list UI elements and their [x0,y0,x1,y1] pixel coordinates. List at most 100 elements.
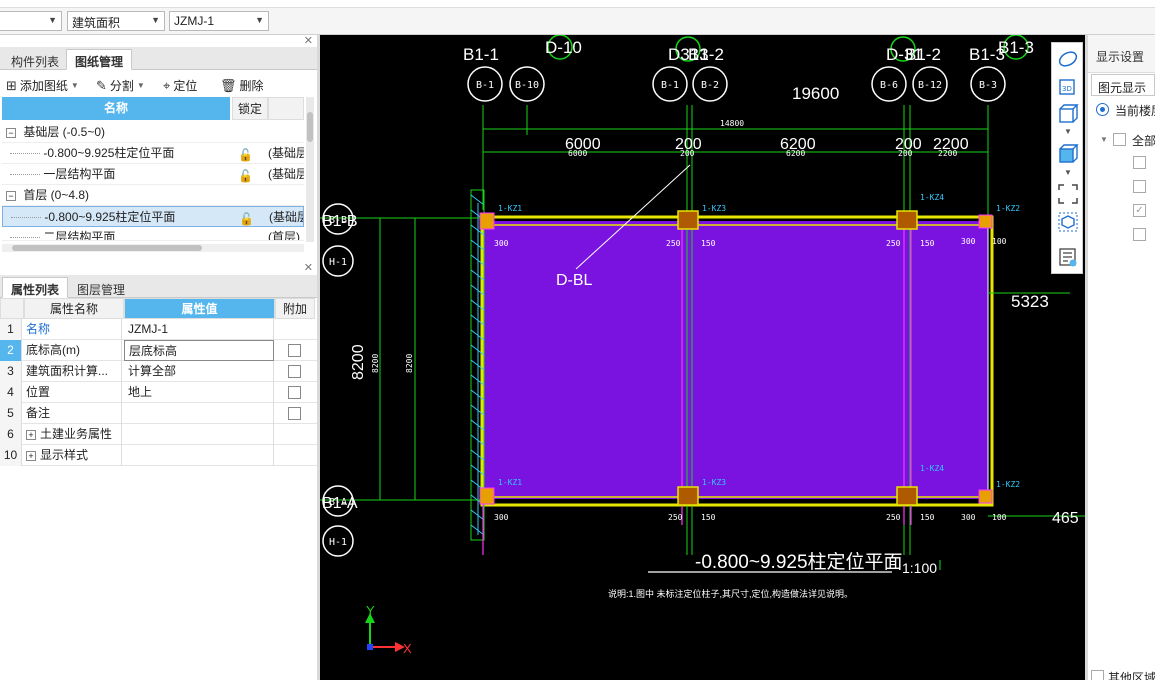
tab-property-list[interactable]: 属性列表 [2,277,69,298]
collapse-icon[interactable]: − [6,127,16,138]
expand-icon[interactable]: + [26,450,36,461]
lock-icon[interactable]: 🔓 [238,169,253,183]
bottom-elevation-field[interactable]: 层底标高 [124,340,274,361]
prop-row[interactable]: 1 名称 JZMJ-1 [0,319,317,340]
chevron-down-icon[interactable]: ▼ [1064,127,1072,136]
all-checkbox[interactable] [1113,133,1126,146]
axis-bubble-label: B-B [329,215,347,226]
menu-strip [0,0,1155,8]
layer-checkbox-checked[interactable]: ✓ [1133,204,1146,217]
props-col-name[interactable]: 属性名称 [24,298,124,319]
cube-solid-icon[interactable] [1057,143,1079,165]
display-settings-header: 显示设置 [1088,35,1155,73]
prop-row-group[interactable]: 6 +土建业务属性 [0,424,317,445]
sub-dim: 300 [961,513,976,522]
drawing-tabbar: 构件列表 图纸管理 [0,47,317,70]
collapse-icon[interactable]: ▼ [1100,135,1108,144]
extra-checkbox[interactable] [288,344,301,357]
expand-icon[interactable]: + [26,429,36,440]
current-floor-radio[interactable] [1096,103,1109,116]
right-splitter[interactable] [1085,35,1088,680]
fullscreen-icon[interactable] [1057,183,1079,205]
prop-row[interactable]: 5 备注 [0,403,317,424]
drawing-svg: B-1 B-10 B-1 B-2 B-6 B-12 B-3 B1-1 D-10 … [320,35,1085,656]
sub-dim: 300 [494,513,509,522]
close-icon[interactable]: ✕ [303,35,313,47]
column-name[interactable]: 名称 [2,97,230,120]
prop-row[interactable]: 3 建筑面积计算... 计算全部 [0,361,317,382]
tab-component-list[interactable]: 构件列表 [11,55,60,69]
view-3d-icon[interactable]: 3D [1057,75,1079,97]
close-icon[interactable]: ✕ [303,262,313,274]
sub-dim: 250 [666,239,681,248]
column-tag: 1-KZ1 [498,478,522,487]
tree-group-row[interactable]: − 基础层 (-0.5~0) [2,122,304,143]
locate-button[interactable]: ⌖ 定位 [163,77,198,94]
props-col-value[interactable]: 属性值 [124,298,275,319]
scroll-thumb[interactable] [307,112,313,142]
layer-checkbox[interactable] [1133,228,1146,241]
sub-dim: 300 [494,239,509,248]
axis-bubble-label: B-6 [880,80,898,91]
axis-bubble-label: B-12 [918,80,942,91]
ucs-icon [365,613,405,652]
tree-group-row[interactable]: − 首层 (0~4.8) [2,185,304,206]
element-name-combo[interactable]: JZMJ-1 ▼ [169,11,269,31]
axis-y-label: Y [366,603,375,618]
axis-label: D-10 [545,38,582,57]
prop-row-selected[interactable]: 2 底标高(m) 层底标高 [0,340,317,361]
layer-checkbox[interactable] [1133,156,1146,169]
trash-icon: 🗑 [220,77,237,93]
prop-row[interactable]: 4 位置 地上 [0,382,317,403]
tree-item-row[interactable]: -0.800~9.925柱定位平面 🔓 (基础层 [2,143,304,164]
drawing-hscrollbar[interactable] [2,244,304,252]
isolate-icon[interactable] [1057,211,1079,233]
floor-combo[interactable]: ▼ [0,11,62,31]
axis-bubbles-top [467,35,1029,102]
dim-small: 200 [898,149,913,158]
axis-label: B1-1 [463,45,499,64]
split-button[interactable]: ✎ 分割 ▼ [96,77,145,94]
chevron-down-icon[interactable]: ▼ [1064,168,1072,177]
axis-bubble-label: B-1 [476,80,494,91]
orbit-icon[interactable] [1057,48,1079,70]
tree-item-row-selected[interactable]: -0.800~9.925柱定位平面 🔓 (基础层 [2,206,304,227]
tree-item-row[interactable]: 一层结构平面 🔓 (基础层 [2,164,304,185]
dim-total-small: 14800 [720,119,744,128]
current-floor-label: 当前楼层 [1115,104,1155,118]
tab-element-display[interactable]: 图元显示 [1091,74,1155,96]
all-label: 全部 [1132,134,1155,148]
extra-checkbox[interactable] [288,365,301,378]
collapse-icon[interactable]: − [6,190,16,201]
extra-checkbox[interactable] [288,407,301,420]
add-drawing-button[interactable]: ⊞ 添加图纸 ▼ [6,77,79,94]
element-type-combo[interactable]: 建筑面积 ▼ [67,11,165,31]
drawing-vscrollbar[interactable] [306,97,314,242]
layer-checkbox[interactable] [1133,180,1146,193]
column-lock[interactable]: 锁定 [232,97,268,120]
lock-icon[interactable]: 🔓 [238,148,253,162]
chevron-down-icon: ▼ [48,15,57,25]
sub-dim: 250 [668,513,683,522]
dim-label: 200 [895,136,922,153]
props-col-extra[interactable]: 附加 [275,298,315,319]
locate-icon: ⌖ [163,77,171,93]
chevron-down-icon: ▼ [70,81,79,90]
lock-icon[interactable]: 🔓 [239,212,254,226]
tab-drawing-management[interactable]: 图纸管理 [66,49,133,70]
tab-layer-management[interactable]: 图层管理 [77,283,126,297]
tree-item-row[interactable]: 二层结构平面 (首层) [2,227,304,241]
display-settings-icon[interactable] [1057,246,1079,268]
prop-row-group[interactable]: 10 +显示样式 [0,445,317,466]
other-area-checkbox[interactable] [1091,670,1104,680]
cube-view-icon[interactable] [1057,103,1079,125]
delete-button[interactable]: 🗑 删除 [220,77,264,94]
extra-checkbox[interactable] [288,386,301,399]
view-toolbar: 3D ▼ ▼ [1051,42,1083,274]
scroll-thumb[interactable] [12,245,202,251]
props-tabbar: 属性列表 图层管理 [0,275,317,298]
sub-dim: 300 [961,237,976,246]
left-splitter[interactable] [317,35,320,680]
slab-fill[interactable] [482,221,988,499]
cad-canvas[interactable]: B-1 B-10 B-1 B-2 B-6 B-12 B-3 B1-1 D-10 … [320,35,1085,680]
